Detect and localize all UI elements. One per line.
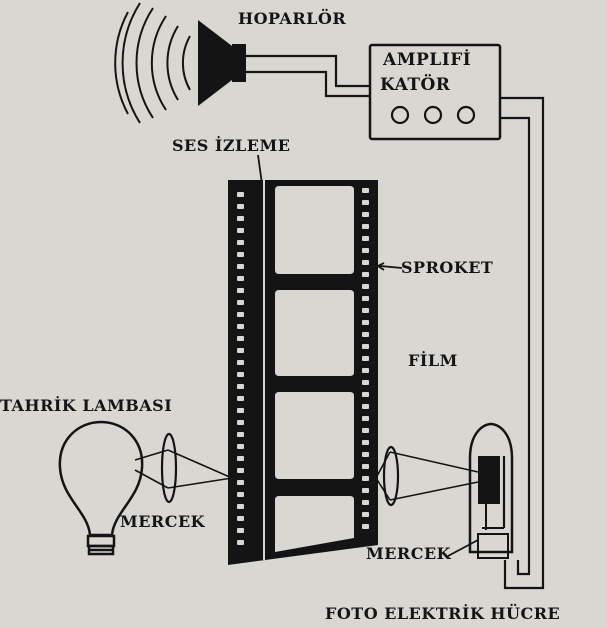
lens-right-icon (382, 445, 400, 507)
sprocket-hole (237, 192, 244, 197)
sprocket-hole (362, 200, 369, 205)
sprocket-hole (237, 456, 244, 461)
light-beam-right (375, 451, 479, 501)
sprocket-hole (362, 272, 369, 277)
sprocket-hole (362, 512, 369, 517)
sprocket-hole (237, 516, 244, 521)
sprocket-hole (237, 324, 244, 329)
sprocket-hole (362, 368, 369, 373)
sprocket-hole (362, 236, 369, 241)
lens-right-label: MERCEK (366, 544, 452, 563)
sprocket-hole (362, 284, 369, 289)
exciter-lamp-label: TAHRİK LAMBASI (0, 396, 173, 415)
sprocket-hole (237, 312, 244, 317)
loudspeaker-icon (198, 20, 246, 106)
sprocket-hole (362, 296, 369, 301)
sprocket-hole (237, 408, 244, 413)
sprocket-hole (237, 528, 244, 533)
sprocket-hole (237, 228, 244, 233)
sprocket-hole (237, 300, 244, 305)
film-strip (228, 180, 378, 565)
amplifier-label-line1: AMPLIFİ (383, 50, 472, 70)
mercek-right-pointer (447, 539, 479, 557)
sprocket-hole (362, 344, 369, 349)
sprocket-hole (237, 504, 244, 509)
lens-left-label: MERCEK (120, 512, 206, 531)
light-beam-left (134, 449, 233, 489)
sound-track-label: SES İZLEME (172, 136, 291, 155)
sprocket-hole (237, 288, 244, 293)
sprocket-hole (362, 332, 369, 337)
sprocket-hole (237, 252, 244, 257)
sprocket-hole (237, 216, 244, 221)
sprocket-label: SPROKET (401, 258, 494, 277)
sprocket-hole (362, 404, 369, 409)
sprocket-hole (237, 204, 244, 209)
sprocket-hole (237, 384, 244, 389)
sprocket-hole (362, 488, 369, 493)
exciter-lamp-icon (58, 420, 144, 556)
sprocket-hole (362, 224, 369, 229)
film-label: FİLM (408, 351, 458, 370)
pointer-lines (257, 154, 403, 271)
sprocket-hole (362, 248, 369, 253)
photocell-icon (468, 422, 514, 559)
sprocket-hole (362, 476, 369, 481)
sprocket-hole (362, 188, 369, 193)
sprocket-hole (237, 420, 244, 425)
sprocket-hole (362, 428, 369, 433)
sprocket-hole (237, 336, 244, 341)
sprocket-hole (237, 492, 244, 497)
sprocket-hole (237, 480, 244, 485)
sprocket-hole (362, 500, 369, 505)
sprocket-hole (362, 356, 369, 361)
sprocket-hole (237, 444, 244, 449)
sprocket-hole (362, 464, 369, 469)
sprocket-hole (237, 264, 244, 269)
sprocket-hole (237, 372, 244, 377)
sprocket-hole (362, 212, 369, 217)
photocell-wires (500, 96, 545, 590)
sprocket-hole (237, 348, 244, 353)
sprocket-hole (362, 380, 369, 385)
sprocket-hole (362, 320, 369, 325)
sound-waves (114, 2, 191, 124)
sprocket-hole (362, 416, 369, 421)
sprocket-hole (362, 524, 369, 529)
lens-left-icon (160, 432, 178, 504)
sprocket-hole (237, 396, 244, 401)
loudspeaker-label: HOPARLÖR (238, 9, 347, 28)
sprocket-hole (237, 432, 244, 437)
amplifier-box (368, 43, 502, 141)
sprocket-hole (362, 452, 369, 457)
sprocket-hole (237, 540, 244, 545)
speaker-wires (246, 54, 370, 98)
sprocket-hole (237, 276, 244, 281)
sprocket-hole (237, 360, 244, 365)
sprocket-hole (362, 392, 369, 397)
sprocket-hole (362, 308, 369, 313)
sprocket-hole (362, 440, 369, 445)
amplifier-label-line2: KATÖR (380, 75, 451, 95)
sprocket-hole (237, 468, 244, 473)
photocell-label: FOTO ELEKTRİK HÜCRE (325, 604, 561, 623)
sprocket-hole (362, 260, 369, 265)
sprocket-hole (237, 240, 244, 245)
